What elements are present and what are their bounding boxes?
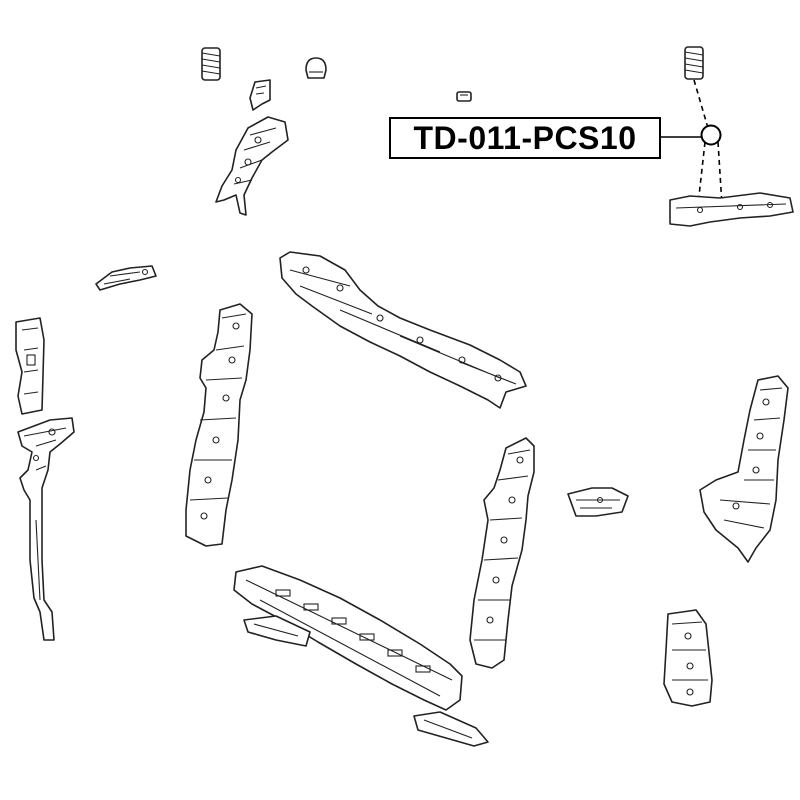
upper-small-clip <box>456 91 472 102</box>
assembly-line-lower-a <box>697 141 706 206</box>
radiator-support-right-upright <box>469 437 535 669</box>
lower-right-bracket <box>413 711 489 747</box>
right-lower-bracket <box>663 609 713 707</box>
upper-right-spring <box>684 46 704 80</box>
cushion-bushing <box>700 124 722 146</box>
left-small-bracket <box>95 265 157 291</box>
middle-right-bracket <box>567 487 629 517</box>
upper-cap <box>305 57 327 79</box>
right-side-panel <box>699 375 789 563</box>
lower-center-bracket <box>243 615 311 647</box>
upper-right-support-bar <box>669 192 794 227</box>
upper-left-clip <box>249 79 271 111</box>
upper-left-bracket <box>215 116 289 216</box>
radiator-support-upper-member <box>279 251 527 409</box>
assembly-line-lower-b <box>717 141 723 206</box>
assembly-line-upper <box>693 79 709 129</box>
radiator-support-left-upright <box>185 303 253 547</box>
upper-left-spring <box>201 47 221 81</box>
left-side-bracket <box>15 317 45 415</box>
part-number-label: TD-011-PCS10 <box>389 117 661 159</box>
left-hood-lock-support-rod <box>17 417 75 641</box>
